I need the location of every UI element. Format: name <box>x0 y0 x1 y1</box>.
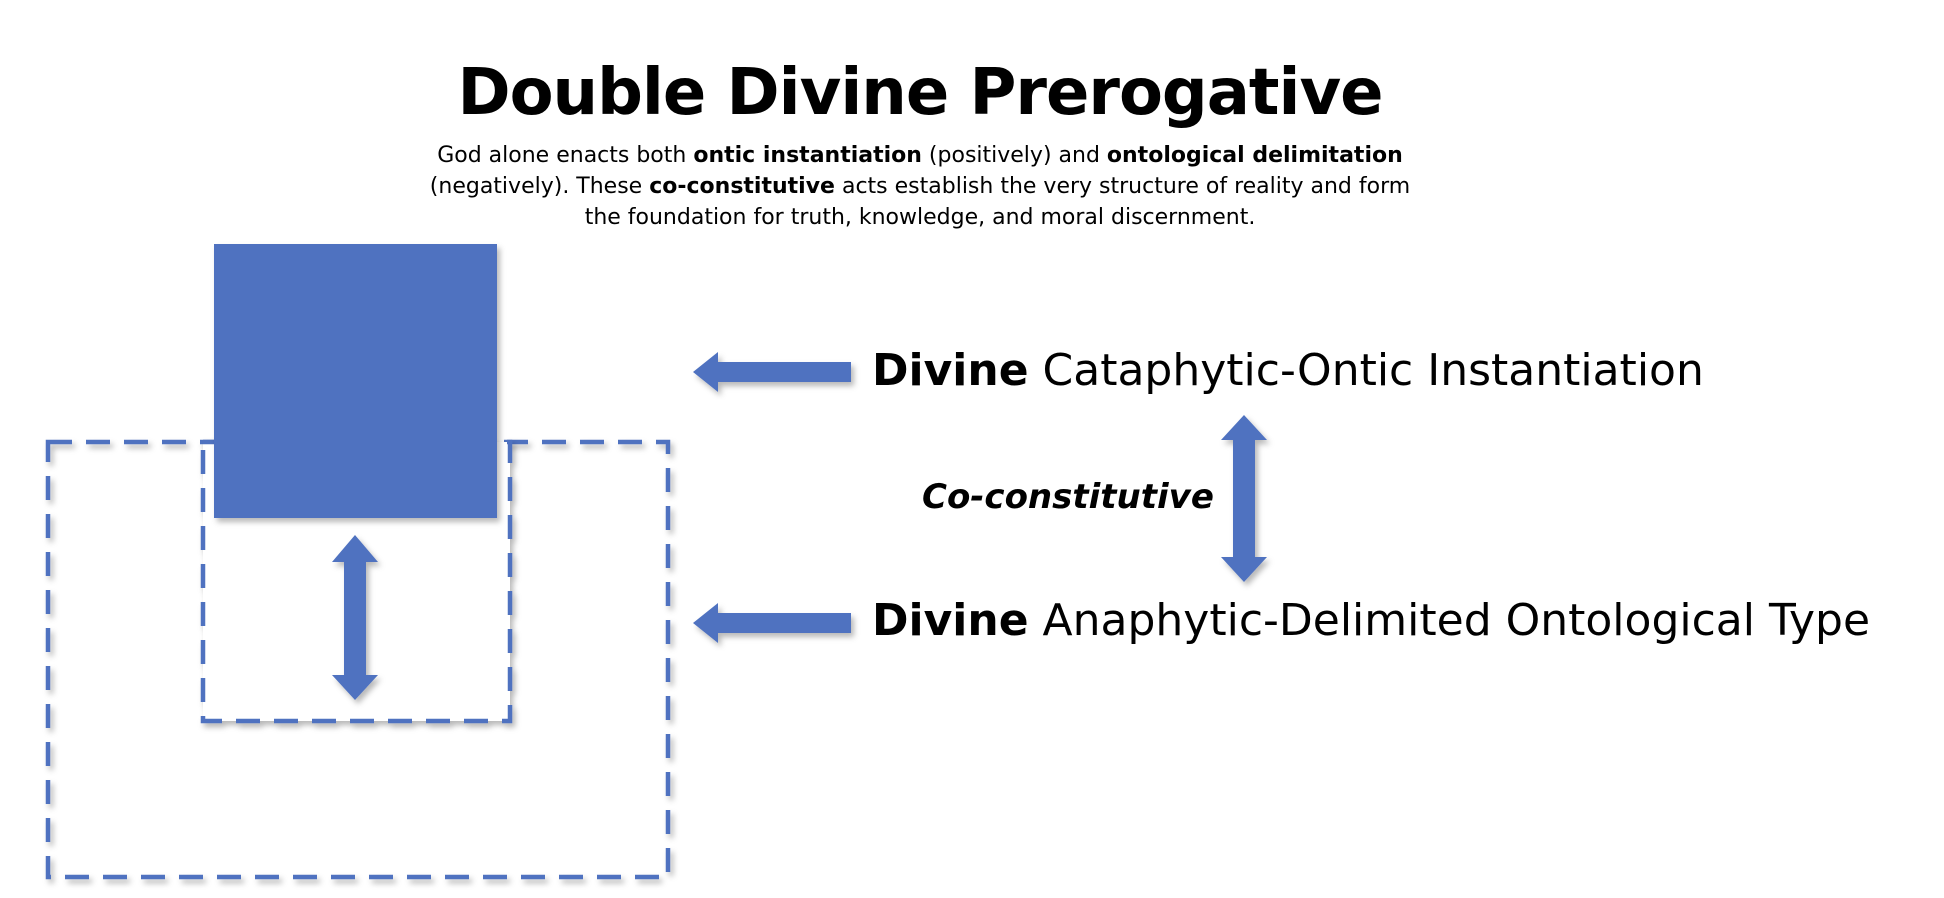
description-term-co-constitutive: co-constitutive <box>649 174 835 199</box>
bottom-left-arrow <box>693 603 851 643</box>
description-text-2: (positively) and <box>921 143 1107 168</box>
description-text-1: God alone enacts both <box>437 143 694 168</box>
instantiation-square <box>214 244 497 518</box>
label-cataphytic-ontic-instantiation: Divine Cataphytic-Ontic Instantiation <box>872 343 1704 399</box>
co-constitutive-label: Co-constitutive <box>922 477 1214 517</box>
inner-double-arrow <box>332 535 378 700</box>
label-anaphytic-delimited-type: Divine Anaphytic-Delimited Ontological T… <box>872 593 1870 649</box>
description-text-4: acts establish the very structure of rea… <box>584 174 1411 230</box>
description-text-3: (negatively). These <box>429 174 650 199</box>
description-term-ontological-delimitation: ontological delimitation <box>1106 143 1403 168</box>
label-bottom-bold: Divine <box>872 595 1029 646</box>
top-left-arrow <box>693 352 851 392</box>
label-top-text: Cataphytic-Ontic Instantiation <box>1028 345 1704 396</box>
diagram-title: Double Divine Prerogative <box>457 56 1383 130</box>
diagram-description: God alone enacts both ontic instantiatio… <box>420 140 1420 233</box>
description-term-ontic-instantiation: ontic instantiation <box>693 143 922 168</box>
label-top-bold: Divine <box>872 345 1029 396</box>
co-constitutive-double-arrow <box>1221 415 1267 582</box>
label-bottom-text: Anaphytic-Delimited Ontological Type <box>1028 595 1871 646</box>
